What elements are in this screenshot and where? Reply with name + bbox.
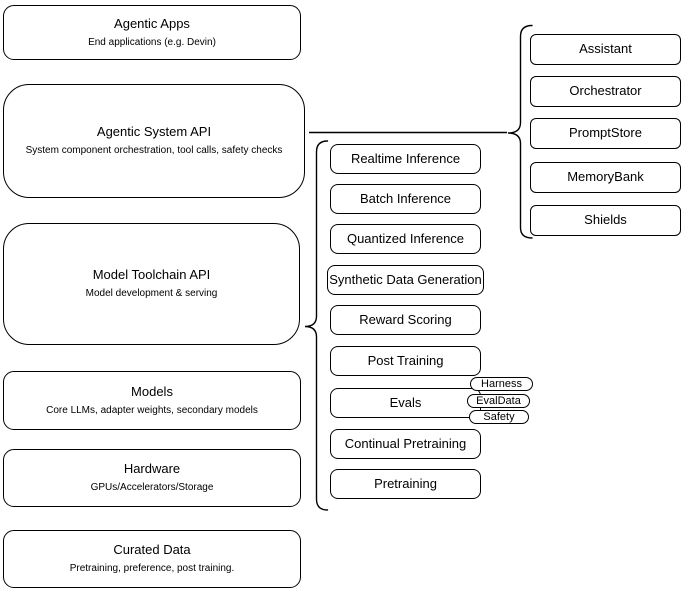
tag-safety: Safety [469, 410, 529, 424]
system-components-brace [507, 24, 533, 239]
node-post-training: Post Training [330, 346, 481, 376]
node-memorybank: MemoryBank [530, 162, 681, 193]
node-agentic-apps: Agentic Apps End applications (e.g. Devi… [3, 5, 301, 60]
node-subtitle: GPUs/Accelerators/Storage [90, 482, 214, 494]
tag-evaldata: EvalData [467, 394, 530, 408]
node-pretraining: Pretraining [330, 469, 481, 499]
node-promptstore: PromptStore [530, 118, 681, 149]
node-evals: Evals [330, 388, 481, 418]
node-subtitle: End applications (e.g. Devin) [88, 36, 216, 48]
node-batch-inference: Batch Inference [330, 184, 481, 214]
node-reward-scoring: Reward Scoring [330, 305, 481, 335]
node-subtitle: Core LLMs, adapter weights, secondary mo… [46, 404, 258, 416]
node-model-toolchain-api: Model Toolchain API Model development & … [3, 223, 300, 345]
node-assistant: Assistant [530, 34, 681, 65]
node-title: Models [131, 383, 173, 399]
node-subtitle: Model development & serving [85, 288, 218, 300]
tag-harness: Harness [470, 377, 533, 391]
toolchain-brace [304, 140, 329, 511]
node-realtime-inference: Realtime Inference [330, 144, 481, 174]
node-title: Hardware [123, 461, 181, 477]
node-synthetic-data-generation: Synthetic Data Generation [327, 265, 484, 295]
node-quantized-inference: Quantized Inference [330, 224, 481, 254]
node-orchestrator: Orchestrator [530, 76, 681, 107]
node-subtitle: System component orchestration, tool cal… [25, 145, 283, 157]
node-title: Agentic Apps [114, 15, 190, 31]
node-hardware: Hardware GPUs/Accelerators/Storage [3, 449, 301, 507]
node-title: Agentic System API [96, 124, 212, 140]
node-shields: Shields [530, 205, 681, 236]
node-title: Curated Data [113, 542, 191, 558]
node-agentic-system-api: Agentic System API System component orch… [3, 84, 305, 198]
node-subtitle: Pretraining, preference, post training. [69, 563, 235, 575]
node-continual-pretraining: Continual Pretraining [330, 429, 481, 459]
node-title: Model Toolchain API [92, 267, 211, 283]
node-models: Models Core LLMs, adapter weights, secon… [3, 371, 301, 430]
node-curated-data: Curated Data Pretraining, preference, po… [3, 530, 301, 588]
